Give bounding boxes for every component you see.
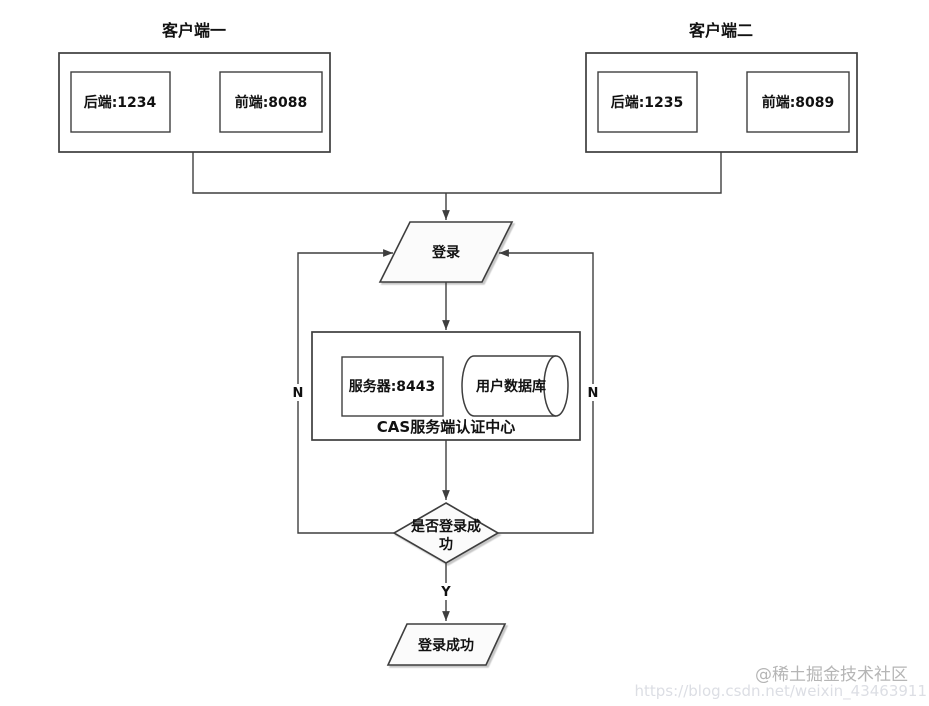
- login-parallelogram: [378, 221, 514, 283]
- decision-label-line1: 是否登录成: [411, 518, 481, 535]
- success-label: 登录成功: [417, 637, 474, 654]
- no-left-label-bg: [290, 384, 306, 401]
- client-2-group: 客户端二 后端:1235 前端:8089: [585, 21, 858, 153]
- watermark-url: https://blog.csdn.net/weixin_43463911: [634, 682, 927, 701]
- yes-label-bg: [439, 583, 454, 600]
- client-1-frontend-label: 前端:8088: [235, 94, 308, 111]
- success-parallelogram: [386, 623, 507, 666]
- client-1-frontend-box: [219, 71, 323, 133]
- client-1-backend-label: 后端:1234: [84, 94, 157, 111]
- cas-title: CAS服务端认证中心: [377, 418, 515, 436]
- client-1-group: 客户端一 后端:1234 前端:8088: [58, 21, 331, 153]
- client-1-backend-box: [70, 71, 171, 133]
- client-2-frontend-box: [746, 71, 850, 133]
- client-2-frontend-label: 前端:8089: [762, 94, 835, 111]
- no-right-label: N: [588, 386, 599, 401]
- login-label: 登录: [431, 244, 460, 261]
- success-node: 登录成功: [386, 623, 507, 666]
- cas-group: 服务器:8443 用户数据库 CAS服务端认证中心: [311, 331, 581, 441]
- no-left-label: N: [293, 386, 304, 401]
- cas-database-label: 用户数据库: [476, 378, 546, 395]
- database-cylinder-cap: [543, 355, 557, 417]
- yes-label: Y: [440, 585, 451, 600]
- connector-clients-join: [192, 152, 722, 194]
- cas-server-label: 服务器:8443: [349, 378, 436, 395]
- decision-label-line2: 功: [439, 537, 453, 553]
- client-2-backend-label: 后端:1235: [611, 94, 684, 111]
- no-right-label-bg: [585, 384, 601, 401]
- client-2-title: 客户端二: [689, 21, 753, 40]
- client-1-title: 客户端一: [162, 21, 226, 40]
- cas-server-box: [341, 356, 444, 417]
- watermark-community: @稀土掘金技术社区: [755, 665, 908, 685]
- client-2-backend-box: [597, 71, 698, 133]
- login-node: 登录: [378, 221, 514, 283]
- decision-node: 是否登录成 功: [392, 502, 500, 564]
